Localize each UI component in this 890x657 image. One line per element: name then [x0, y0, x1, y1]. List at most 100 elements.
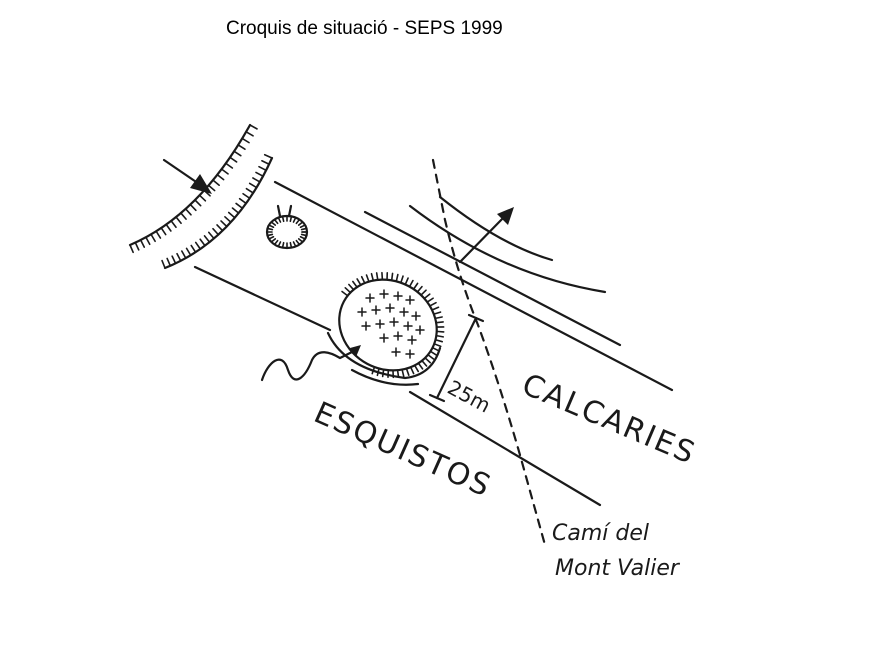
- scale-bar: [428, 313, 485, 403]
- hatch-mark: [417, 362, 424, 370]
- hatch-mark: [268, 235, 275, 240]
- hatch-mark: [281, 215, 285, 223]
- hatch-mark: [216, 173, 225, 181]
- hatch-mark: [231, 207, 240, 214]
- hatch-mark: [412, 282, 419, 290]
- hatch-mark: [145, 236, 151, 246]
- hatch-mark: [194, 241, 202, 250]
- hatch-mark: [237, 144, 246, 151]
- hatch-mark: [289, 241, 293, 249]
- hatch-mark: [289, 215, 293, 223]
- hatch-mark: [344, 287, 352, 294]
- exit-arrow: [458, 207, 514, 264]
- hatch-mark: [220, 220, 228, 228]
- hatch-mark: [180, 212, 187, 220]
- hatch-mark: [224, 215, 232, 223]
- hatch-mark: [194, 199, 202, 207]
- hatch-mark: [365, 274, 370, 283]
- page-title: Croquis de situació - SEPS 1999: [226, 18, 503, 39]
- hatch-mark: [421, 359, 428, 367]
- hatch-mark: [281, 241, 285, 249]
- hatch-mark: [431, 306, 440, 311]
- hatch-mark: [242, 192, 251, 200]
- hatch-mark: [134, 241, 140, 251]
- hatch-mark: [238, 197, 247, 205]
- hatch-mark: [395, 273, 399, 283]
- hatch-mark: [252, 177, 261, 183]
- hatch-mark: [184, 208, 192, 216]
- hatch-mark: [161, 259, 166, 269]
- hatch-mark: [166, 257, 172, 267]
- hatch-mark: [233, 150, 242, 157]
- hatch-mark: [431, 346, 440, 352]
- scale-label: 25m: [444, 375, 495, 417]
- hatch-mark: [413, 364, 420, 373]
- hatch-mark: [434, 316, 443, 320]
- hatch-mark: [245, 187, 254, 194]
- hatch-mark: [199, 238, 206, 247]
- hatch-mark: [297, 238, 304, 243]
- hatch-mark: [270, 238, 277, 243]
- hatch-mark: [292, 216, 297, 223]
- hatch-mark: [424, 357, 432, 364]
- hatch-mark: [360, 275, 366, 284]
- hatch-mark: [155, 230, 162, 239]
- cliff-edge: [128, 123, 274, 270]
- hatch-mark: [160, 227, 167, 236]
- hatch-mark: [401, 368, 405, 378]
- hatch-mark: [165, 223, 172, 232]
- hatch-mark: [207, 184, 216, 192]
- hatch-mark: [235, 202, 244, 210]
- hatch-mark: [295, 218, 301, 225]
- hatch-mark: [405, 367, 410, 376]
- hatch-mark: [435, 330, 445, 333]
- hatch-mark: [404, 277, 409, 286]
- hatch-mark: [356, 278, 362, 286]
- stream-arrow: [260, 345, 361, 382]
- hatch-mark: [139, 239, 146, 248]
- hatch-mark: [245, 131, 254, 137]
- rock-label-esquistos: ESQUISTOS: [309, 395, 497, 504]
- hatch-mark: [426, 297, 434, 303]
- hatch-mark: [300, 233, 308, 237]
- hatch-mark: [268, 224, 275, 229]
- hatch-mark: [185, 247, 192, 257]
- hatch-mark: [249, 124, 258, 130]
- hatch-mark: [433, 311, 442, 315]
- hatch-mark: [390, 272, 394, 282]
- hatch-mark: [171, 255, 177, 265]
- hatch-mark: [207, 231, 215, 240]
- hatch-mark: [258, 165, 267, 172]
- rock-label-calcaries: CALCARIES: [517, 367, 701, 472]
- hatch-mark: [348, 283, 355, 291]
- hatch-mark: [216, 224, 224, 232]
- hatch-mark: [434, 338, 444, 343]
- small-sinkhole: [265, 204, 309, 250]
- hatch-mark: [341, 290, 349, 297]
- hatch-mark: [297, 221, 304, 226]
- band-lines: [193, 180, 674, 507]
- trail-label-line2: Mont Valier: [555, 556, 681, 581]
- hatch-mark: [300, 227, 308, 231]
- hatch-mark: [241, 137, 250, 144]
- trail-dashed: [431, 158, 547, 547]
- hatch-mark: [150, 233, 156, 243]
- trail-label-line1: Camí del: [552, 521, 649, 546]
- hatch-mark: [189, 203, 197, 212]
- hatch-mark: [255, 171, 264, 178]
- hatch-mark: [370, 272, 375, 282]
- hatch-mark: [229, 156, 238, 163]
- hatch-mark: [225, 162, 234, 169]
- hatch-mark: [129, 244, 134, 254]
- hatch-mark: [277, 241, 282, 248]
- hatch-mark: [429, 301, 437, 307]
- hatch-mark: [429, 350, 438, 356]
- hatch-mark: [198, 194, 207, 202]
- hatch-mark: [299, 235, 306, 240]
- hatch-mark: [292, 241, 297, 248]
- hatch-mark: [420, 289, 427, 296]
- hatch-mark: [266, 227, 274, 231]
- hatch-mark: [400, 275, 404, 284]
- main-doline: [326, 271, 445, 386]
- hatch-mark: [435, 334, 445, 338]
